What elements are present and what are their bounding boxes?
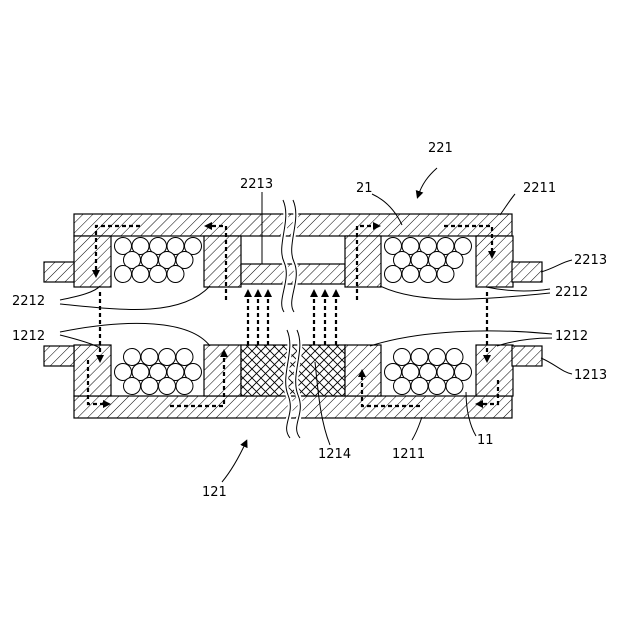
label-lower-assembly: 121	[202, 485, 227, 500]
leader-1211	[412, 417, 422, 440]
label-upper-gap-left: 2212	[12, 294, 45, 309]
label-upper-side-tab: 2213	[574, 253, 607, 268]
coil-wire	[176, 349, 193, 366]
lower-left-leg	[74, 345, 111, 396]
upper-coil-right	[385, 238, 472, 283]
coil-wire	[141, 378, 158, 395]
label-lower-coil: 11	[477, 433, 494, 448]
coil-wire	[150, 266, 167, 283]
lower-coil-left	[115, 349, 202, 395]
leader-2213-right	[541, 260, 572, 272]
coil-wire	[141, 349, 158, 366]
coil-wire	[446, 378, 463, 395]
leader-1213	[541, 358, 572, 374]
upper-left-inner-leg	[204, 236, 241, 287]
upper-right-leg	[476, 236, 513, 287]
coil-wire	[124, 349, 141, 366]
upper-center-plate	[241, 264, 345, 284]
lower-right-leg	[476, 345, 513, 396]
upper-right-tab	[512, 262, 542, 282]
lower-left-inner-leg	[204, 345, 241, 396]
reference-labels: 221 21 2211 2213 2213 2212 2212 1212 121…	[12, 141, 607, 500]
upper-left-tab	[44, 262, 74, 282]
label-upper-assembly: 221	[428, 141, 453, 156]
label-lower-gap-left: 1212	[12, 329, 45, 344]
coil-wire	[159, 378, 176, 395]
coil-wire	[437, 266, 454, 283]
leader-2212-right	[380, 286, 550, 299]
coil-wire	[411, 349, 428, 366]
label-lower-side-tab: 1213	[574, 368, 607, 383]
leader-1212-right	[370, 331, 552, 346]
upper-coil-left	[115, 238, 202, 283]
leader-1212-left-b	[60, 323, 210, 346]
coil-wire	[429, 349, 446, 366]
coil-wire	[167, 266, 184, 283]
label-lower-gap-right: 1212	[555, 329, 588, 344]
coil-wire	[429, 378, 446, 395]
label-lower-yoke: 1211	[392, 447, 425, 462]
label-upper-coil: 21	[356, 181, 373, 196]
lower-right-tab	[512, 346, 542, 366]
coil-wire	[420, 266, 437, 283]
coil-wire	[402, 266, 419, 283]
label-lower-core: 1214	[318, 447, 351, 462]
upper-left-leg	[74, 236, 111, 287]
coil-wire	[159, 349, 176, 366]
lower-core	[241, 345, 345, 396]
leader-121	[222, 442, 246, 482]
upper-right-inner-leg	[345, 236, 381, 287]
coil-wire	[124, 378, 141, 395]
coil-wire	[115, 266, 132, 283]
label-upper-yoke: 2211	[523, 181, 556, 196]
leader-2212-right-b	[486, 287, 550, 291]
coil-wire	[394, 349, 411, 366]
lower-left-tab	[44, 346, 74, 366]
coil-wire	[446, 349, 463, 366]
lower-yoke-plate	[74, 396, 512, 418]
lower-right-inner-leg	[345, 345, 381, 396]
coil-wire	[385, 266, 402, 283]
label-upper-gap-right: 2212	[555, 285, 588, 300]
label-upper-center-plate: 2213	[240, 177, 273, 192]
coil-wire	[176, 378, 193, 395]
leader-2211	[500, 194, 515, 215]
leader-221	[418, 168, 437, 196]
coil-wire	[132, 266, 149, 283]
lower-coil-right	[385, 349, 472, 395]
leader-2212-left	[60, 286, 100, 300]
coil-wire	[394, 378, 411, 395]
leader-2212-left-b	[60, 286, 210, 310]
coil-wire	[411, 378, 428, 395]
